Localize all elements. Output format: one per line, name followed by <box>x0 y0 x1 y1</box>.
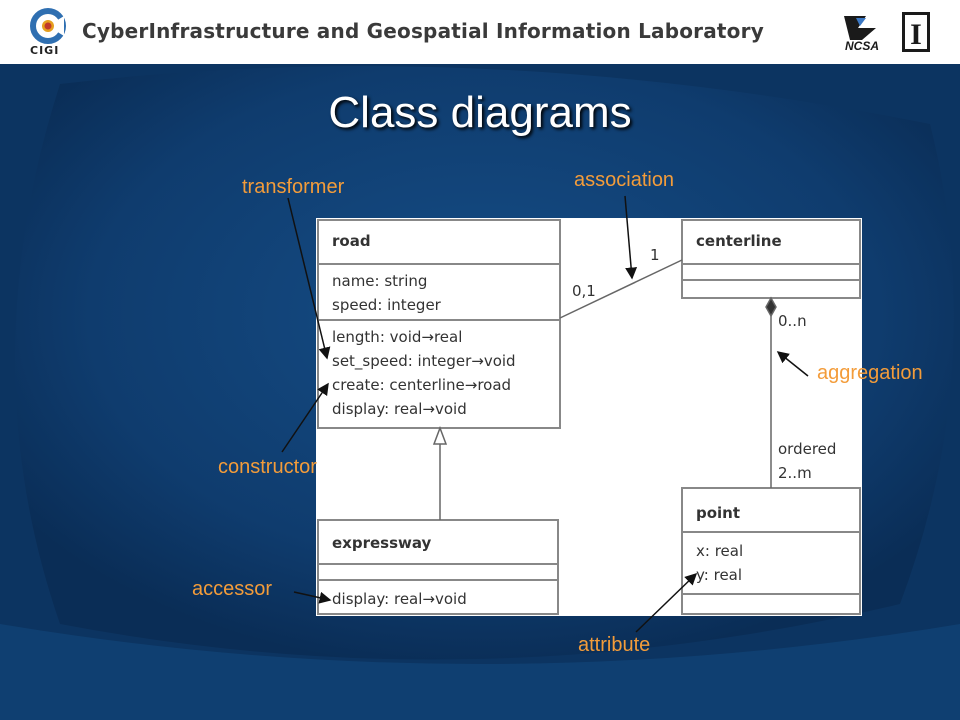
road-attribute-1: name: string <box>332 272 427 290</box>
annotation-transformer: transformer <box>242 176 345 198</box>
association-line <box>559 259 683 319</box>
class-point-name: point <box>696 504 740 522</box>
multiplicity-aggregation-ordered: ordered <box>778 440 836 458</box>
cigi-label: CIGI <box>30 44 60 57</box>
expressway-operation-1: display: real→void <box>332 590 467 608</box>
ncsa-label: NCSA <box>845 39 879 52</box>
cigi-logo-icon <box>30 8 66 44</box>
annotation-association: association <box>574 169 675 191</box>
class-road-box <box>317 219 561 429</box>
uml-class-diagram: road name: string speed: integer length:… <box>316 218 862 616</box>
road-attribute-2: speed: integer <box>332 296 442 314</box>
point-attribute-1: x: real <box>696 542 743 560</box>
slide-title: Class diagrams <box>328 88 632 137</box>
multiplicity-centerline-end: 1 <box>650 246 660 264</box>
road-operation-1: length: void→real <box>332 328 462 346</box>
class-road-name: road <box>332 232 371 250</box>
generalization-arrowhead <box>432 425 448 445</box>
class-centerline-name: centerline <box>696 232 782 250</box>
multiplicity-aggregation-top: 0..n <box>778 312 807 330</box>
road-operation-4: display: real→void <box>332 400 467 418</box>
illinois-label: I <box>910 18 922 51</box>
annotation-accessor: accessor <box>192 578 273 600</box>
multiplicity-road-end: 0,1 <box>572 282 596 300</box>
illinois-logo-icon: I <box>902 12 930 52</box>
annotation-aggregation: aggregation <box>817 362 923 384</box>
annotation-attribute: attribute <box>578 634 651 656</box>
aggregation-diamond <box>765 296 777 318</box>
road-operation-3: create: centerline→road <box>332 376 511 394</box>
header-bar: CIGI CyberInfrastructure and Geospatial … <box>0 0 960 64</box>
point-attribute-2: y: real <box>696 566 742 584</box>
multiplicity-aggregation-bottom: 2..m <box>778 464 812 482</box>
annotation-constructor: constructor <box>218 456 317 478</box>
class-expressway-name: expressway <box>332 534 432 552</box>
road-operation-2: set_speed: integer→void <box>332 352 516 371</box>
ncsa-logo-icon: NCSA <box>844 16 879 52</box>
lab-title: CyberInfrastructure and Geospatial Infor… <box>82 19 764 43</box>
class-expressway-box <box>317 519 559 615</box>
